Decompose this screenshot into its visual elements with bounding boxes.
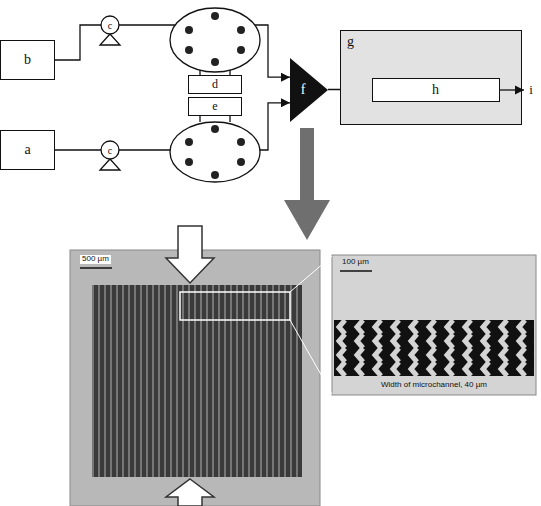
node-label: e — [212, 100, 217, 113]
pump-label: c — [108, 20, 112, 31]
scale-label: 100 µm — [340, 258, 371, 267]
valve-port — [185, 26, 193, 34]
pump-symbol — [101, 141, 119, 159]
valve-port — [211, 12, 219, 20]
zoom-arrow — [284, 128, 330, 240]
pump-base — [100, 34, 120, 45]
six-port-valve — [170, 8, 260, 72]
outlet-arrow — [500, 89, 524, 90]
node-label: b — [24, 52, 31, 67]
zoom-panel — [332, 255, 536, 395]
mixer-triangle — [290, 58, 328, 122]
scale-bar — [80, 267, 112, 269]
valve-port — [211, 171, 219, 179]
reactor-tube-box: h — [372, 78, 500, 102]
micromixer-triangle: f — [290, 58, 328, 122]
thermostat-fill — [340, 30, 522, 125]
sample-loop-box: e — [188, 97, 242, 116]
node-label: g — [347, 34, 354, 49]
inlet-arrow — [166, 479, 214, 506]
node-label: a — [24, 142, 30, 157]
pump-symbol — [101, 16, 119, 34]
channel-array — [92, 285, 302, 477]
valve-port — [185, 158, 193, 166]
valve-port — [237, 46, 245, 54]
zigzag-channels — [334, 320, 534, 376]
micromixer-photo — [70, 250, 320, 506]
valve-port — [237, 158, 245, 166]
node-label: h — [432, 82, 439, 97]
valve-port — [211, 58, 219, 66]
caption-note: Width of microchannel, 40 µm — [379, 381, 489, 390]
leader-line — [290, 256, 332, 292]
mixer-outline — [290, 58, 328, 122]
highlight-frame — [180, 292, 290, 320]
reservoir-box: a — [0, 130, 55, 170]
six-port-valve — [170, 122, 260, 182]
thermostat-box: gh — [340, 30, 522, 125]
leader-line — [290, 320, 332, 394]
valve-port — [237, 26, 245, 34]
scale-bar — [340, 270, 372, 272]
valve-port — [237, 138, 245, 146]
inlet-arrow — [166, 226, 214, 283]
pump-base — [100, 159, 120, 170]
node-label: d — [212, 78, 218, 91]
outlet-label: i — [529, 83, 533, 97]
reservoir-box: b — [0, 40, 55, 80]
scale-label: 500 µm — [80, 255, 111, 264]
valve-port — [185, 46, 193, 54]
sample-loop-box: d — [188, 75, 242, 94]
valve-port — [211, 125, 219, 133]
valve-port — [185, 138, 193, 146]
node-label: f — [301, 82, 306, 97]
pump-label: c — [108, 145, 112, 156]
